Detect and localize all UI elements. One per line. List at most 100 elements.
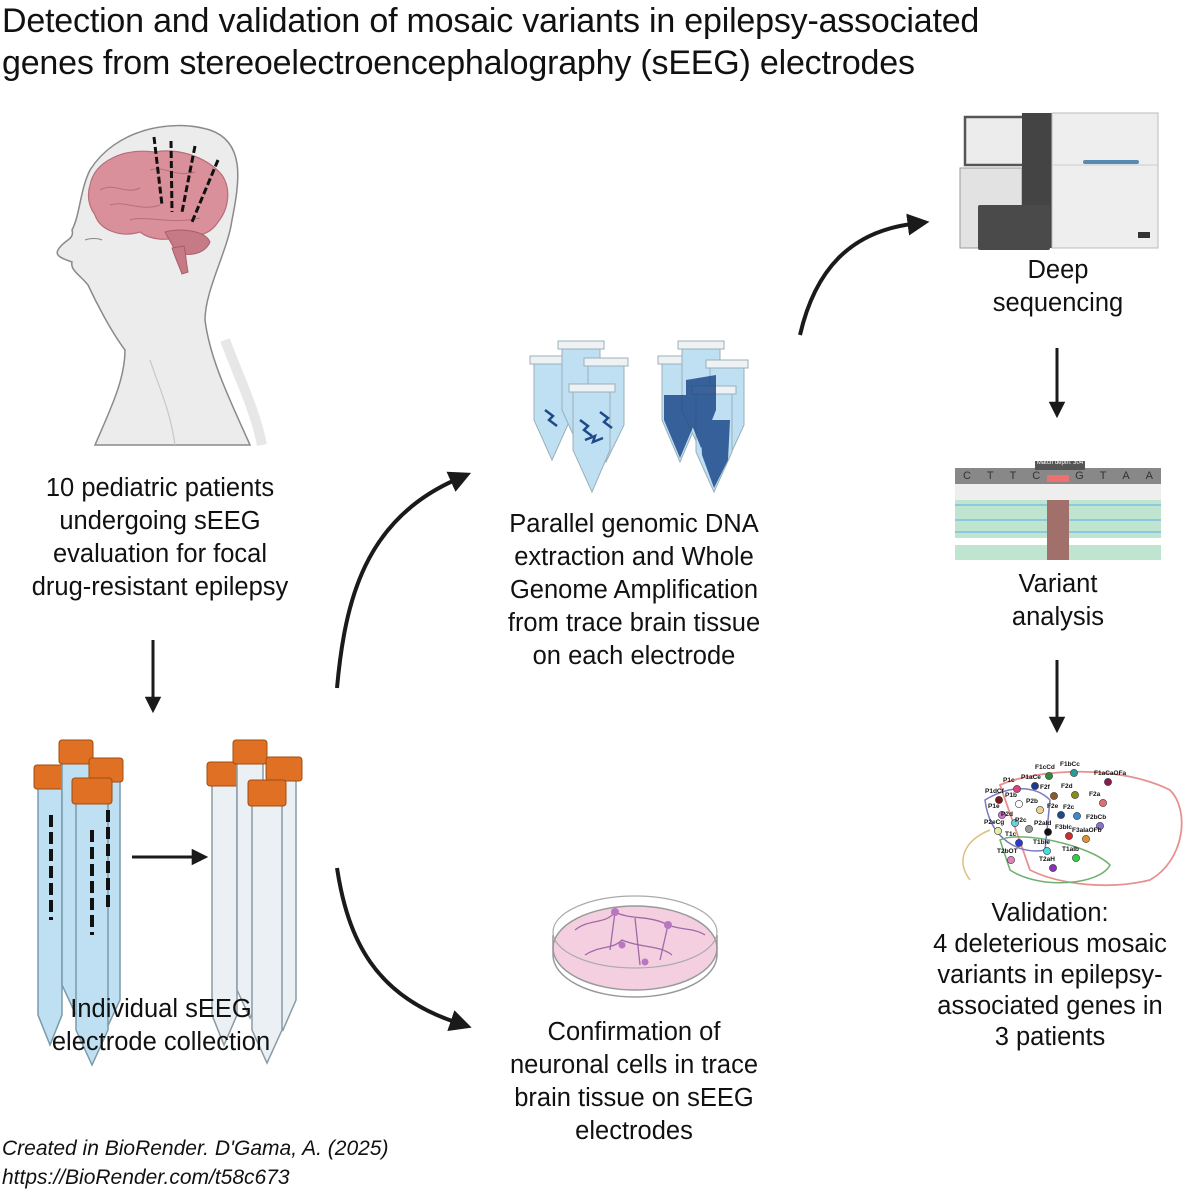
read-alignment-viewer bbox=[955, 461, 1161, 560]
empty-tubes-illustration bbox=[206, 739, 303, 1065]
reference-base: A bbox=[1122, 470, 1130, 482]
title-line-2: genes from stereoelectroencephalography … bbox=[2, 44, 915, 82]
sequencer-illustration bbox=[959, 112, 1159, 250]
caption-line: neuronal cells in trace bbox=[509, 1051, 759, 1079]
caption-line: evaluation for focal bbox=[52, 540, 268, 568]
reference-base bbox=[1056, 468, 1059, 484]
electrode-dot bbox=[1015, 839, 1023, 847]
electrode-label: T1bIe bbox=[1033, 839, 1050, 846]
reference-base: C bbox=[1032, 470, 1041, 482]
falcon-tube-icon bbox=[206, 761, 242, 1047]
caption-line: Genome Amplification bbox=[509, 576, 759, 604]
electrode-label: P2eCg bbox=[984, 819, 1005, 826]
electrode-label: F1aCaOFa bbox=[1094, 770, 1127, 777]
reference-base: G bbox=[1075, 470, 1084, 482]
electrode-label: F2a bbox=[1089, 791, 1101, 798]
caption-line: on each electrode bbox=[532, 642, 736, 670]
electrode-dot bbox=[1025, 825, 1033, 833]
electrode-dot bbox=[998, 811, 1006, 819]
biorender-credit: Created in BioRender. D'Gama, A. (2025) … bbox=[2, 1134, 388, 1192]
electrode-dot bbox=[1044, 828, 1052, 836]
caption-line: electrode collection bbox=[51, 1028, 271, 1056]
arrow-to-sequencing bbox=[798, 213, 930, 336]
neuron-network-icon bbox=[574, 911, 706, 966]
caption-variant: Variant analysis bbox=[930, 568, 1186, 634]
credit-link[interactable]: https://BioRender.com/t58c673 bbox=[2, 1166, 290, 1189]
caption-line: variants in epilepsy- bbox=[937, 961, 1163, 989]
electrode-dot bbox=[1070, 769, 1078, 777]
electrode-label: F2c bbox=[1063, 804, 1075, 811]
caption-line: drug-resistant epilepsy bbox=[31, 573, 289, 601]
electrode-label: F1bCc bbox=[1060, 761, 1080, 768]
caption-line: associated genes in bbox=[937, 992, 1163, 1020]
figure-title: Detection and validation of mosaic varia… bbox=[2, 0, 1200, 84]
falcon-tube-icon bbox=[33, 764, 67, 1048]
petri-dish-neurons-illustration bbox=[552, 895, 718, 998]
electrode-dot bbox=[1065, 832, 1073, 840]
caption-line: Confirmation of bbox=[547, 1018, 721, 1046]
electrode-dot bbox=[1031, 782, 1039, 790]
caption-line: Variant bbox=[1018, 570, 1098, 598]
electrode-label: T2bOT bbox=[997, 848, 1018, 855]
electrode-label: P2d bbox=[1001, 811, 1013, 818]
reference-base: C bbox=[962, 470, 971, 482]
falcon-tube-icon bbox=[247, 779, 287, 1065]
electrode-label: P1b bbox=[1005, 792, 1017, 799]
match-depth-label: Match depth: 304 bbox=[1036, 460, 1084, 466]
electrode-label: T2aH bbox=[1039, 856, 1055, 863]
electrode-label: T1aIb bbox=[1062, 846, 1079, 853]
caption-collection: Individual sEEG electrode collection bbox=[0, 993, 322, 1059]
title-line-1: Detection and validation of mosaic varia… bbox=[2, 2, 980, 40]
electrode-location-map bbox=[962, 769, 1183, 887]
electrode-dot bbox=[994, 827, 1002, 835]
tubes-with-electrodes-illustration bbox=[33, 739, 124, 1067]
electrode-dot bbox=[1104, 778, 1112, 786]
electrode-dot bbox=[1071, 791, 1079, 799]
seeg-electrodes-icon bbox=[152, 136, 220, 223]
caption-extraction: Parallel genomic DNA extraction and Whol… bbox=[475, 508, 793, 673]
electrode-label: F3bIc bbox=[1055, 824, 1072, 831]
arrow-to-confirmation bbox=[335, 867, 472, 1032]
electrode-label: P2b bbox=[1026, 798, 1038, 805]
electrode-dot bbox=[1015, 800, 1023, 808]
amplified-dna-icon bbox=[664, 375, 730, 488]
electrode-dot bbox=[1043, 847, 1051, 855]
electrode-label: P2aId bbox=[1034, 820, 1052, 827]
electrode-label: F3aIaOFb bbox=[1072, 827, 1102, 834]
caption-line: electrodes bbox=[575, 1117, 693, 1145]
electrode-label: P1dCf bbox=[985, 788, 1004, 795]
caption-sequencing: Deep sequencing bbox=[930, 254, 1186, 320]
electrode-label: P2c bbox=[1015, 817, 1027, 824]
caption-line: Deep bbox=[1027, 256, 1089, 284]
dna-strand-icon bbox=[544, 409, 613, 445]
electrode-dot bbox=[1007, 856, 1015, 864]
caption-line: analysis bbox=[1011, 603, 1105, 631]
caption-line: undergoing sEEG bbox=[59, 507, 261, 535]
dna-extraction-tubes-illustration bbox=[529, 340, 749, 494]
caption-line: 4 deleterious mosaic bbox=[933, 930, 1167, 958]
caption-line: Validation: bbox=[991, 899, 1109, 927]
credit-line-1: Created in BioRender. D'Gama, A. (2025) bbox=[2, 1137, 389, 1160]
electrode-dot bbox=[1072, 854, 1080, 862]
electrode-label: F2f bbox=[1040, 784, 1050, 791]
caption-patients: 10 pediatric patients undergoing sEEG ev… bbox=[0, 472, 320, 604]
electrode-label: P1aCe bbox=[1021, 774, 1041, 781]
patient-head-illustration bbox=[56, 124, 267, 446]
electrode-dot bbox=[1050, 792, 1058, 800]
electrode-dot bbox=[1082, 835, 1090, 843]
reference-base: T bbox=[1009, 470, 1017, 482]
electrode-dot bbox=[1013, 785, 1021, 793]
caption-line: Parallel genomic DNA bbox=[509, 510, 759, 538]
reference-base: A bbox=[1145, 470, 1154, 482]
electrode-dot bbox=[995, 796, 1003, 804]
reference-base: T bbox=[986, 470, 994, 482]
electrode-label: P1c bbox=[1003, 777, 1015, 784]
match-depth-tooltip bbox=[1035, 461, 1085, 470]
electrode-dot bbox=[1045, 772, 1053, 780]
electrode-dot bbox=[1057, 811, 1065, 819]
electrode-label: P1e bbox=[988, 803, 1000, 810]
electrode-dot bbox=[1096, 822, 1104, 830]
electrode-label: T1c bbox=[1005, 831, 1017, 838]
